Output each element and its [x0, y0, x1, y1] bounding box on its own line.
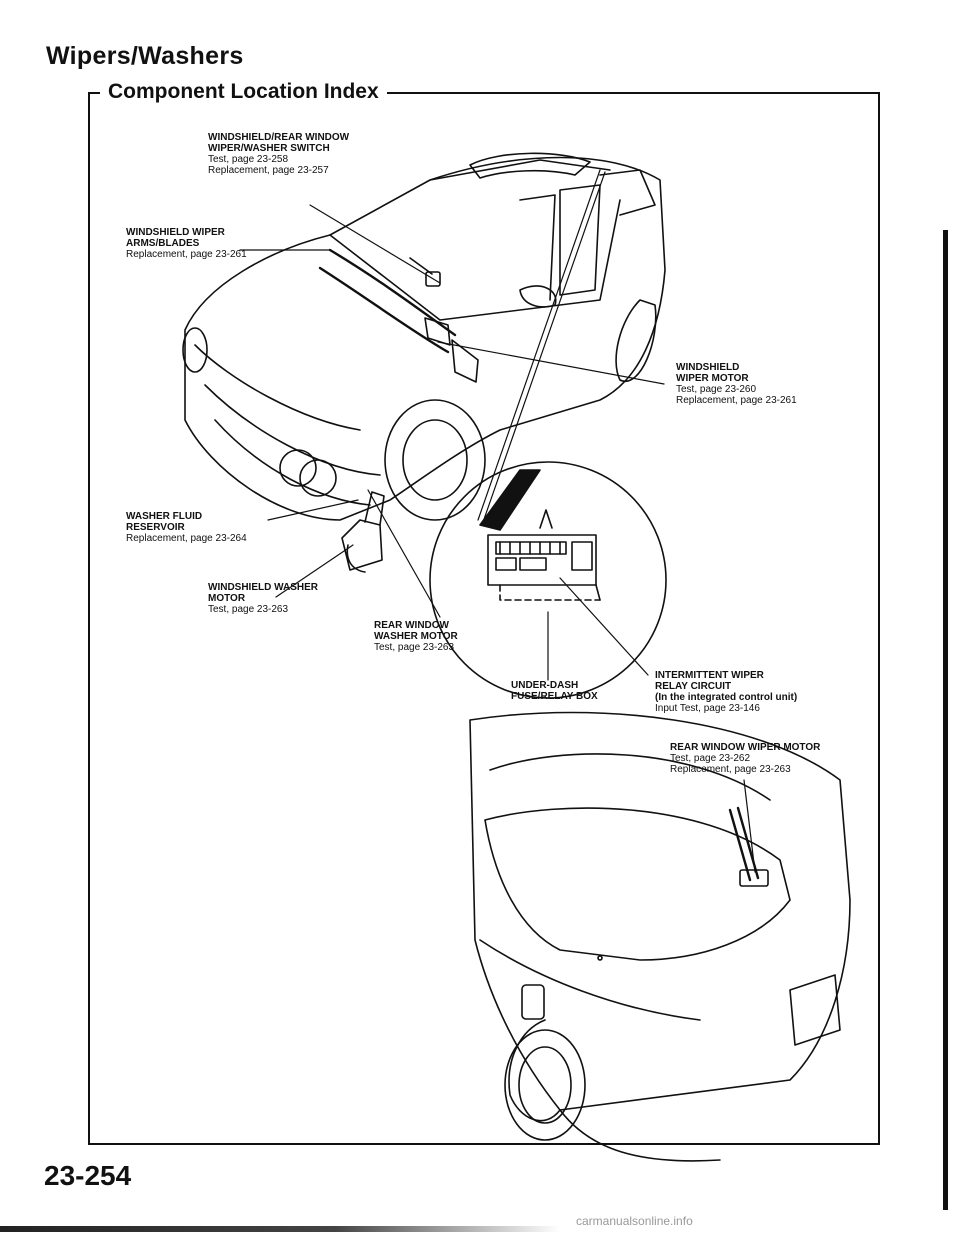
label-name: MOTOR: [208, 593, 246, 604]
label-name: ARMS/BLADES: [126, 238, 200, 249]
page-title: Wipers/Washers: [46, 42, 244, 70]
label-name: WINDSHIELD WASHER: [208, 582, 318, 593]
label-name: WIPER/WASHER SWITCH: [208, 143, 330, 154]
footer-watermark: carmanualsonline.info: [576, 1214, 693, 1228]
label-ref: Test, page 23-258: [208, 154, 289, 165]
leader-lines: [239, 204, 756, 873]
label-name: REAR WINDOW: [374, 620, 449, 631]
label-ref: Replacement, page 23-263: [670, 764, 791, 775]
section-subtitle: Component Location Index: [100, 80, 387, 104]
section-frame: [88, 92, 880, 1145]
label-name: WIPER MOTOR: [676, 373, 749, 384]
label-name: INTERMITTENT WIPER: [655, 670, 764, 681]
label-name: (In the integrated control unit): [655, 692, 798, 703]
label-ref: Replacement, page 23-264: [126, 533, 247, 544]
label-name: WINDSHIELD WIPER: [126, 227, 225, 238]
label-ref: Replacement, page 23-261: [126, 249, 247, 260]
label-ref: Test, page 23-262: [670, 753, 751, 764]
label-name: WINDSHIELD/REAR WINDOW: [208, 132, 350, 143]
label-under-dash-fuse-box: UNDER-DASH FUSE/RELAY BOX: [511, 680, 598, 702]
label-wiper-arms-blades: WINDSHIELD WIPER ARMS/BLADES Replacement…: [126, 227, 247, 260]
label-ref: Test, page 23-263: [374, 642, 455, 653]
label-washer-fluid-reservoir: WASHER FLUID RESERVOIR Replacement, page…: [126, 511, 247, 544]
front-car-drawing: [182, 152, 666, 573]
label-ref: Input Test, page 23-146: [655, 703, 760, 714]
label-name: UNDER-DASH: [511, 680, 579, 691]
label-wiper-washer-switch: WINDSHIELD/REAR WINDOW WIPER/WASHER SWIT…: [208, 132, 349, 176]
label-ref: Replacement, page 23-257: [208, 165, 329, 176]
label-ref: Test, page 23-263: [208, 604, 289, 615]
label-intermittent-wiper-relay: INTERMITTENT WIPER RELAY CIRCUIT (In the…: [655, 670, 797, 714]
label-washer-motor: WINDSHIELD WASHER MOTOR Test, page 23-26…: [208, 582, 318, 615]
under-dash-detail: [429, 169, 667, 699]
label-name: FUSE/RELAY BOX: [511, 691, 598, 702]
label-name: REAR WINDOW WIPER MOTOR: [670, 742, 821, 753]
label-name: WINDSHIELD: [676, 362, 740, 373]
label-rear-wiper-motor: REAR WINDOW WIPER MOTOR Test, page 23-26…: [670, 742, 820, 775]
label-ref: Test, page 23-260: [676, 384, 757, 395]
rear-car-drawing: [469, 711, 851, 1162]
scan-bar: [0, 1226, 560, 1232]
label-name: WASHER MOTOR: [374, 631, 458, 642]
page-number: 23-254: [44, 1160, 132, 1191]
label-ref: Replacement, page 23-261: [676, 395, 797, 406]
scan-edge: [943, 230, 948, 1210]
label-name: RELAY CIRCUIT: [655, 681, 732, 692]
label-rear-washer-motor: REAR WINDOW WASHER MOTOR Test, page 23-2…: [374, 620, 458, 653]
label-name: WASHER FLUID: [126, 511, 203, 522]
label-name: RESERVOIR: [126, 522, 185, 533]
label-wiper-motor: WINDSHIELD WIPER MOTOR Test, page 23-260…: [676, 362, 797, 406]
